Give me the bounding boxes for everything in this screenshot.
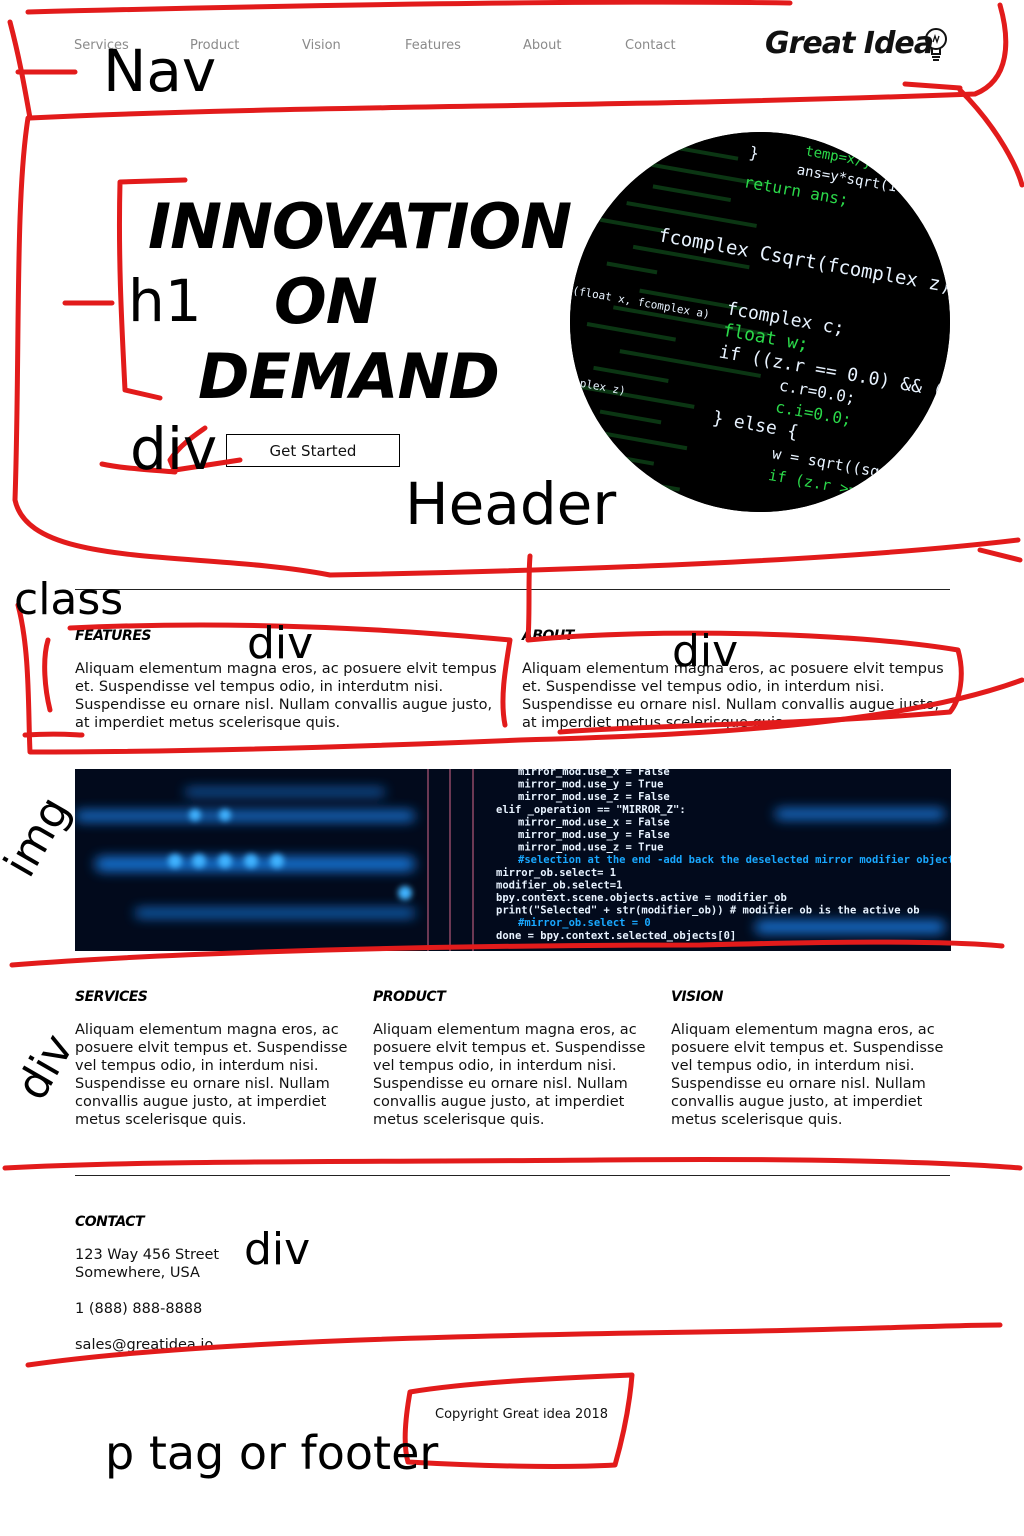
contact-address-line2: Somewhere, USA xyxy=(75,1265,200,1281)
annotation-div-columns: div xyxy=(6,1025,84,1109)
banner-code-line: mirror_ob.select= 1 xyxy=(496,867,616,879)
nav-link-about[interactable]: About xyxy=(523,38,562,53)
product-title: Product xyxy=(373,989,446,1005)
annotation-nav: Nav xyxy=(103,37,217,105)
annotation-footer: p tag or footer xyxy=(105,1426,439,1480)
banner-code-line: mirror_mod.use_z = False xyxy=(518,791,670,803)
contact-email[interactable]: sales@greatidea.io xyxy=(75,1337,214,1353)
hero-title-line-2: on xyxy=(274,265,378,338)
columns-annotation-underline xyxy=(2,1156,1023,1171)
banner-code-line: modifier_ob.select=1 xyxy=(496,879,622,891)
banner-code-line: mirror_mod.use_x = False xyxy=(518,816,670,828)
banner-code-line: #selection at the end -add back the dese… xyxy=(518,854,951,866)
hero-title-line-1: Innovation xyxy=(148,190,572,263)
features-text: Aliquam elementum magna eros, ac posuere… xyxy=(75,661,497,731)
lightbulb-icon xyxy=(925,28,947,61)
get-started-button[interactable]: Get Started xyxy=(226,434,400,467)
code-screen-image: temp=x/y;ans=y*sqrt(1.0+temp*te}return a… xyxy=(570,132,950,512)
footer-copyright: Copyright Great idea 2018 xyxy=(435,1407,609,1422)
brand-logo[interactable]: Great Idea xyxy=(765,26,934,61)
nav-link-vision[interactable]: Vision xyxy=(302,38,341,53)
vision-title: Vision xyxy=(671,989,723,1005)
banner-code-line: done = bpy.context.selected_objects[0] xyxy=(496,930,736,942)
banner-code-line: bpy.context.scene.objects.active = modif… xyxy=(496,892,787,904)
vision-text: Aliquam elementum magna eros, ac posuere… xyxy=(671,1022,944,1128)
annotation-div-contact: div xyxy=(244,1224,311,1275)
annotation-div-features: div xyxy=(247,618,314,669)
nav-link-contact[interactable]: Contact xyxy=(625,38,676,53)
divider-top xyxy=(75,589,950,590)
annotation-h1: h1 xyxy=(128,267,202,335)
annotation-div-about: div xyxy=(672,626,739,677)
divider-bottom xyxy=(75,1175,950,1176)
banner-code-line: print("Selected" + str(modifier_ob)) # m… xyxy=(496,905,920,917)
product-text: Aliquam elementum magna eros, ac posuere… xyxy=(373,1022,646,1128)
banner-code-line: mirror_mod.use_y = True xyxy=(518,779,663,791)
contact-address-line1: 123 Way 456 Street xyxy=(75,1247,220,1263)
features-title: Features xyxy=(75,628,151,644)
banner-code-line: mirror_mod.use_y = False xyxy=(518,829,670,841)
services-text: Aliquam elementum magna eros, ac posuere… xyxy=(75,1022,348,1128)
services-title: Services xyxy=(75,989,148,1005)
contact-phone[interactable]: 1 (888) 888-8888 xyxy=(75,1301,203,1317)
about-title: About xyxy=(522,628,574,644)
contact-title: Contact xyxy=(75,1214,145,1230)
banner-code-line: elif _operation == "MIRROR_Z": xyxy=(496,804,686,816)
banner-code-line: mirror_mod.use_x = False xyxy=(518,769,670,778)
annotation-div-cta: div xyxy=(130,415,218,483)
hero-code-svg: temp=x/y;ans=y*sqrt(1.0+temp*te}return a… xyxy=(570,132,950,512)
hero-title-line-3: Demand xyxy=(198,340,500,413)
annotation-img: img xyxy=(0,788,81,886)
annotation-header: Header xyxy=(405,470,617,538)
banner-code-svg: mirror_mod.use_x = Falsemirror_mod.use_y… xyxy=(75,769,951,951)
annotation-class: class xyxy=(14,574,124,625)
banner-code-line: #mirror_ob.select = 0 xyxy=(518,917,651,929)
banner-code-line: mirror_mod.use_z = True xyxy=(518,842,663,854)
nav-link-features[interactable]: Features xyxy=(405,38,461,53)
